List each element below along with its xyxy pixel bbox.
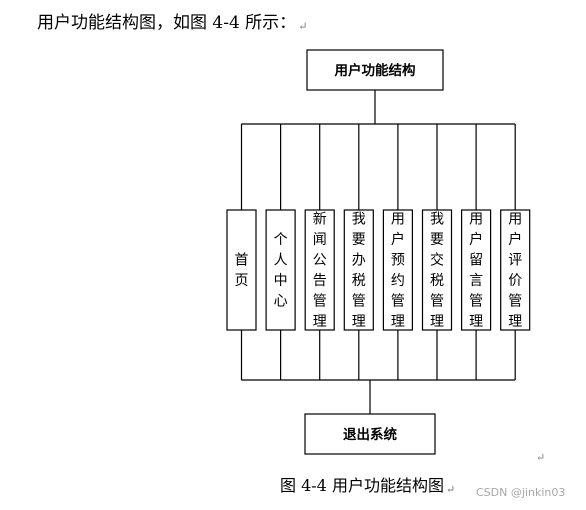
module-label: 用户留言管理 xyxy=(469,212,483,331)
figure-caption: 图 4-4 用户功能结构图↵ xyxy=(280,472,455,496)
root-node: 用户功能结构 xyxy=(306,49,444,91)
module-node-i-want-to-file-tax: 我要办税管理 xyxy=(343,209,374,331)
paragraph-mark: ↵ xyxy=(298,20,308,33)
module-box xyxy=(265,209,296,331)
module-label: 个人中心 xyxy=(274,232,288,310)
module-node-i-want-to-pay-tax: 我要交税管理 xyxy=(421,209,453,331)
module-node-personal-center: 个人中心 xyxy=(265,209,296,331)
figure-caption-text: 图 4-4 用户功能结构图 xyxy=(280,476,444,495)
exit-label: 退出系统 xyxy=(343,426,397,443)
module-box xyxy=(421,209,453,331)
module-box xyxy=(500,209,531,331)
intro-paragraph: 用户功能结构图，如图 4-4 所示：↵ xyxy=(37,8,307,33)
module-label: 用户预约管理 xyxy=(391,212,405,331)
module-label: 新闻公告管理 xyxy=(313,212,327,331)
root-box xyxy=(306,49,444,91)
module-box xyxy=(382,209,413,331)
module-node-user-appointment-mgmt: 用户预约管理 xyxy=(382,209,413,331)
module-label: 我要交税管理 xyxy=(430,212,444,331)
exit-node: 退出系统 xyxy=(304,413,436,455)
module-node-news-announcement-mgmt: 新闻公告管理 xyxy=(304,209,335,331)
exit-box xyxy=(304,413,436,455)
module-node-home: 首页 xyxy=(226,209,257,331)
module-box xyxy=(226,209,257,331)
module-box xyxy=(461,209,492,331)
root-label: 用户功能结构 xyxy=(335,62,416,79)
intro-text: 用户功能结构图，如图 4-4 所示： xyxy=(37,13,297,33)
module-label: 我要办税管理 xyxy=(352,212,366,331)
watermark: CSDN @jinkin03 xyxy=(476,486,566,499)
module-label: 首页 xyxy=(235,253,249,290)
module-nodes: 首页 个人中心 新闻公告管理 我要办税管理 用户预约管理 我要交税管理 用户留言管理 用户评价… xyxy=(226,209,531,331)
module-label: 用户评价管理 xyxy=(508,212,522,331)
paragraph-mark-right: ↵ xyxy=(536,451,546,464)
module-node-user-message-mgmt: 用户留言管理 xyxy=(461,209,492,331)
module-box xyxy=(343,209,374,331)
module-box xyxy=(304,209,335,331)
module-node-user-evaluation-mgmt: 用户评价管理 xyxy=(500,209,531,331)
connector-lines xyxy=(240,90,516,414)
caption-paragraph-mark: ↵ xyxy=(445,483,456,496)
